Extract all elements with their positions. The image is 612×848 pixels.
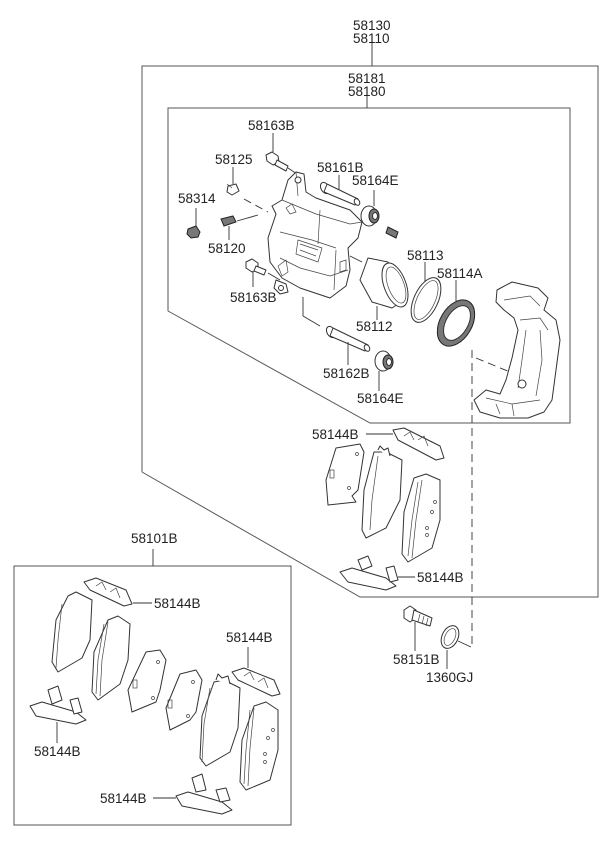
- label-58161B: 58161B: [317, 160, 364, 175]
- kit-pad-4: [239, 701, 279, 791]
- label-58144B-kit-1: 58144B: [154, 596, 201, 611]
- kit-pad-1: [51, 591, 93, 673]
- label-1360GJ: 1360GJ: [426, 670, 473, 685]
- lower-guide-pin: [302, 297, 371, 365]
- label-58144B-kit-3: 58144B: [34, 744, 81, 759]
- label-58120: 58120: [208, 241, 246, 256]
- kit-clip-upper-right: [231, 647, 281, 697]
- label-58151B: 58151B: [393, 652, 440, 667]
- label-58144B-upper-shim: 58144B: [312, 427, 359, 442]
- caliper-body: [267, 171, 363, 299]
- outer-assembly-frame: [141, 43, 599, 598]
- dust-cap-58314: [186, 208, 201, 239]
- kit-clip-lower-right: [153, 773, 233, 815]
- label-58112: 58112: [356, 319, 393, 334]
- upper-guide-pin: [319, 175, 361, 206]
- label-58164E-upper: 58164E: [352, 173, 399, 188]
- label-58163B-upper: 58163B: [248, 118, 295, 133]
- label-58181: 58181: [348, 71, 386, 86]
- label-58101B: 58101B: [131, 531, 178, 546]
- lower-guide-boot: [374, 350, 394, 391]
- upper-caliper-bolt: [265, 133, 301, 177]
- kit-pad-3: [199, 673, 241, 767]
- label-58144B-kit-2: 58144B: [226, 630, 273, 645]
- caliper-piston: [349, 255, 409, 320]
- label-58314: 58314: [178, 191, 216, 206]
- pad-kit-frame: [13, 549, 292, 826]
- upper-shim-clip: [366, 427, 445, 461]
- label-58130: 58130: [353, 18, 391, 33]
- kit-shim-plate-1: [127, 649, 167, 713]
- label-58110: 58110: [353, 31, 390, 46]
- kit-clip-upper-left: [83, 577, 152, 607]
- label-58125: 58125: [215, 152, 253, 167]
- caliper-mounting-bolt: [403, 605, 433, 651]
- label-58144B-lower-shim: 58144B: [417, 570, 464, 585]
- label-58114A: 58114A: [437, 266, 483, 281]
- label-58164E-lower: 58164E: [357, 391, 404, 406]
- front-outer-brake-pad: [401, 473, 441, 563]
- label-58144B-kit-4: 58144B: [100, 791, 147, 806]
- kit-clip-lower-left: [29, 685, 87, 743]
- washer: [440, 625, 472, 669]
- bleeder-cap: [226, 167, 269, 213]
- piston-seal: [410, 262, 442, 323]
- label-58180: 58180: [348, 84, 386, 99]
- kit-pad-2: [91, 615, 131, 701]
- label-58113: 58113: [407, 248, 444, 263]
- bleeder-screw: [220, 214, 259, 240]
- caliper-assembly-frame: [167, 96, 571, 424]
- front-inner-brake-pad: [361, 445, 403, 539]
- label-58163B-lower: 58163B: [230, 290, 277, 305]
- lower-shim-clip: [339, 555, 415, 591]
- label-58162B: 58162B: [323, 366, 370, 381]
- upper-guide-boot: [360, 190, 399, 239]
- kit-shim-plate-2: [165, 669, 203, 731]
- piston-boot: [436, 280, 476, 347]
- lower-caliper-bolt: [245, 258, 281, 287]
- front-pad-shim-plate: [325, 443, 365, 506]
- caliper-carrier-bracket: [473, 281, 561, 419]
